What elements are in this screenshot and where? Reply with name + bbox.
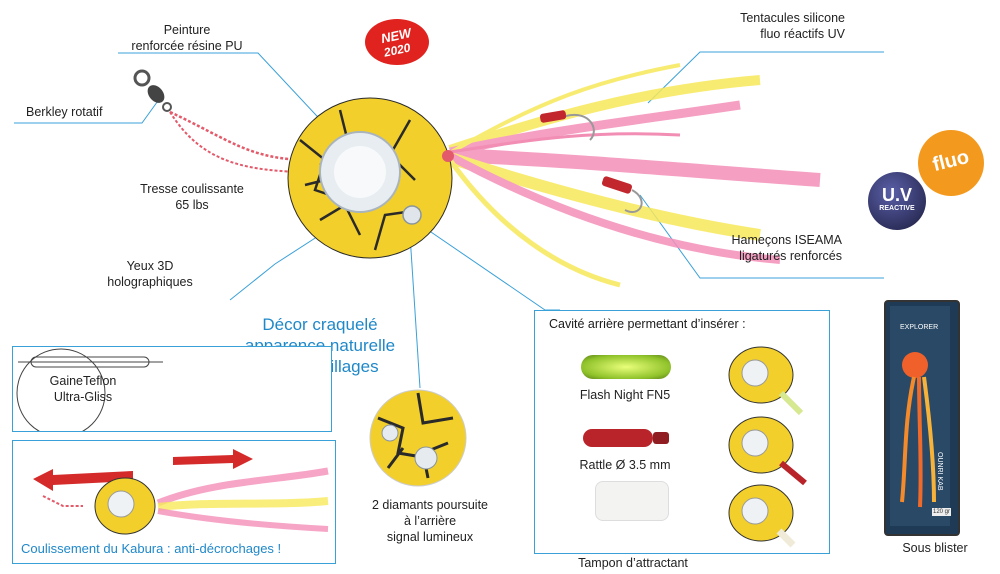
slide-caption: Coulissement du Kabura : anti-décrochage… xyxy=(21,541,282,556)
hook-sleeve-2 xyxy=(601,176,633,194)
diamond-icon xyxy=(402,205,422,225)
flash-night-icon xyxy=(581,355,671,379)
main-lure-illustration xyxy=(133,63,821,288)
package-brand: EXPLORER xyxy=(900,324,939,331)
package-weight: 120 gr xyxy=(932,508,952,516)
kabura-head xyxy=(287,97,454,259)
attractant-pad-icon xyxy=(595,481,669,521)
diamond-closeup xyxy=(369,389,467,487)
uv-reactive-badge: U.V REACTIVE xyxy=(868,172,926,230)
package-lure-head xyxy=(902,352,928,378)
fluo-badge: fluo xyxy=(918,130,984,196)
new-label: NEW xyxy=(380,25,414,46)
slide-demo-box: Coulissement du Kabura : anti-décrochage… xyxy=(12,440,336,564)
hook-sleeve-1 xyxy=(539,110,567,123)
cavity-title: Cavité arrière permettant d’insérer : xyxy=(549,317,746,331)
package-name: OUNRI KAB xyxy=(936,452,943,491)
new-2020-badge: NEW 2020 xyxy=(365,19,429,65)
swivel-label: Berkley rotatif xyxy=(26,105,103,119)
rattle-icon xyxy=(583,429,653,447)
swivel-icon xyxy=(133,69,172,112)
cavity-item-flash: Flash Night FN5 xyxy=(579,388,671,402)
cavity-item-rattle: Rattle Ø 3.5 mm xyxy=(579,458,671,472)
cavity-box: Cavité arrière permettant d’insérer : Fl… xyxy=(534,310,830,554)
blister-package: EXPLORER OUNRI KAB 120 gr xyxy=(884,300,960,536)
tentacles xyxy=(447,63,821,288)
year-label: 2020 xyxy=(382,40,412,60)
cavity-item-tampon: Tampon d’attractant xyxy=(578,556,688,570)
braid-line xyxy=(169,110,311,162)
arrow-left-icon xyxy=(33,469,133,491)
cavity-head-views xyxy=(728,346,807,548)
arrow-right-icon xyxy=(173,449,253,469)
blister-label: Sous blister xyxy=(902,541,968,555)
